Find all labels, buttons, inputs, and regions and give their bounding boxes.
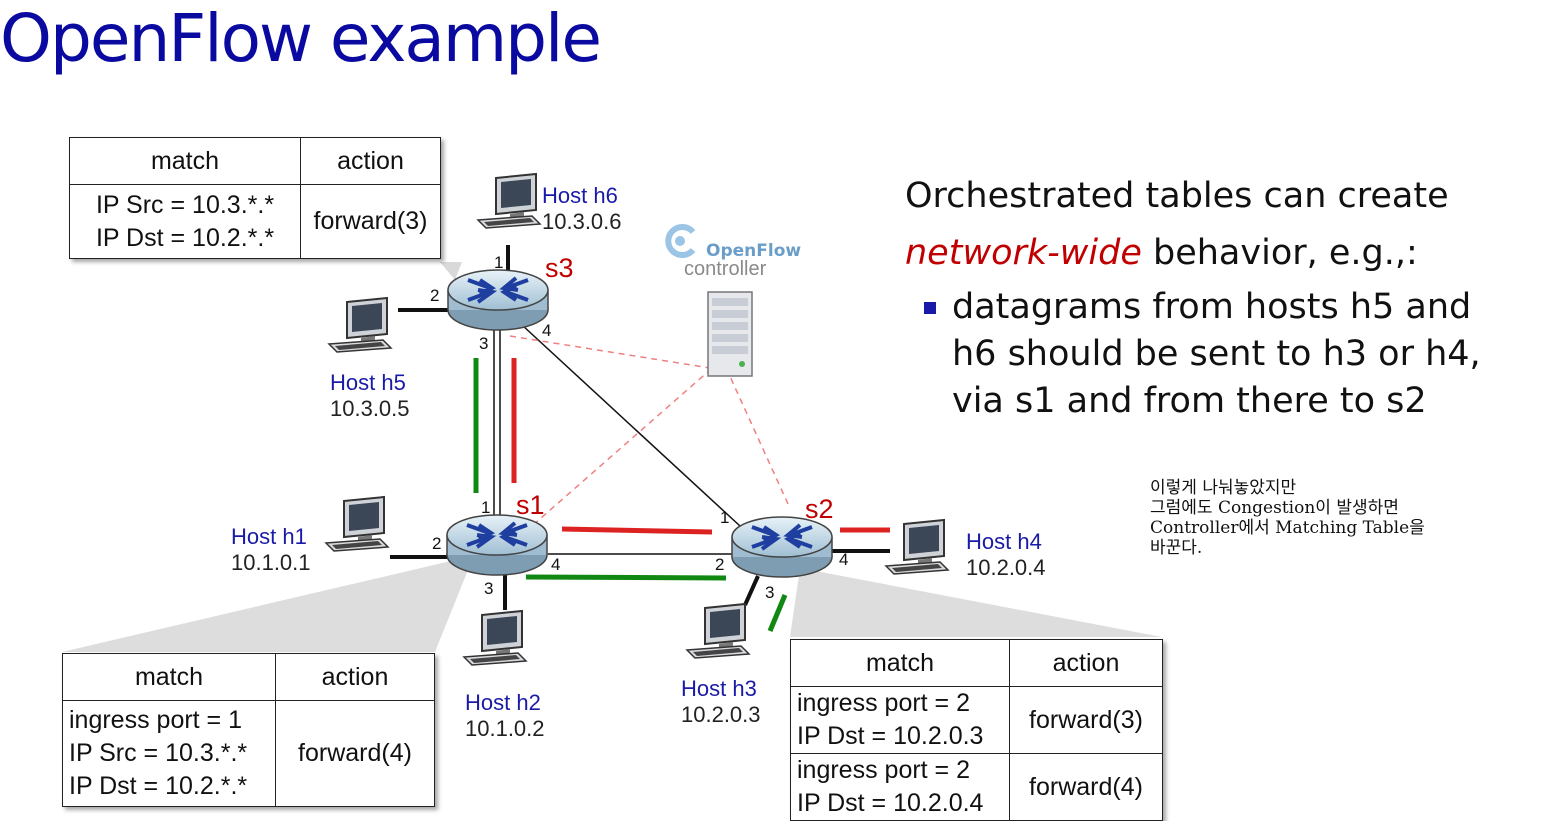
table-row: ingress port = 1 IP Src = 10.3.*.* IP Ds…: [62, 700, 435, 807]
action-cell: forward(4): [1009, 753, 1163, 821]
s3-port-4: 4: [542, 321, 552, 340]
s1-port-3: 3: [484, 579, 494, 598]
switch-s2-icon: [730, 515, 834, 579]
emphasis-network-wide: network-wide: [905, 233, 1142, 273]
host-h1-ip: 10.1.0.1: [231, 550, 311, 575]
host-h6-ip: 10.3.0.6: [542, 209, 622, 234]
table-header-action: action: [300, 137, 441, 185]
controller-label: controller: [684, 258, 767, 280]
callout-s1: [62, 560, 470, 652]
match-line: ingress port = 1: [69, 706, 243, 734]
s3-port-3: 3: [479, 334, 489, 353]
action-cell: forward(3): [300, 184, 441, 259]
host-h5-computer-icon: [328, 297, 392, 353]
action-cell: forward(3): [1009, 686, 1163, 754]
match-line: IP Src = 10.3.*.*: [95, 190, 275, 219]
host-h5-label: Host h5 10.3.0.5: [330, 370, 410, 422]
match-line: IP Dst = 10.2.0.4: [797, 789, 984, 817]
host-h2-name: Host h2: [465, 690, 541, 715]
table-header-action: action: [1009, 639, 1163, 687]
table-row: IP Src = 10.3.*.* IP Dst = 10.2.*.* forw…: [69, 184, 441, 259]
switch-s3-label: s3: [545, 253, 574, 283]
match-cell: ingress port = 1 IP Src = 10.3.*.* IP Ds…: [62, 700, 276, 807]
bullet-square-icon: [924, 302, 936, 314]
openflow-logo-icon: [665, 224, 696, 258]
action-cell: forward(4): [275, 700, 435, 807]
s1-port-4: 4: [551, 555, 561, 574]
host-h2-ip: 10.1.0.2: [465, 716, 545, 741]
text-line-2: network-wide behavior, e.g.,:: [905, 225, 1449, 282]
match-cell: ingress port = 2 IP Dst = 10.2.0.4: [790, 753, 1010, 821]
table-header-match: match: [790, 639, 1010, 687]
main-text: Orchestrated tables can create network-w…: [905, 168, 1449, 282]
switch-s1-label: s1: [516, 490, 545, 520]
controller-links: [509, 335, 789, 533]
host-h3-computer-icon: [686, 603, 750, 659]
host-h3-name: Host h3: [681, 676, 757, 701]
switch-s2-label: s2: [805, 494, 834, 524]
s2-port-1: 1: [720, 508, 730, 527]
s2-port-3: 3: [765, 583, 775, 602]
host-h3-label: Host h3 10.2.0.3: [681, 676, 761, 728]
host-h2-label: Host h2 10.1.0.2: [465, 690, 545, 742]
callout-s3: [440, 262, 462, 280]
table-row: ingress port = 2 IP Dst = 10.2.0.4 forwa…: [790, 753, 1163, 821]
flow-table-s2: match action ingress port = 2 IP Dst = 1…: [790, 639, 1163, 821]
match-line: IP Dst = 10.2.*.*: [95, 223, 275, 252]
match-line: ingress port = 2: [797, 689, 971, 717]
match-line: IP Dst = 10.2.*.*: [69, 772, 248, 800]
s1-port-1: 1: [481, 498, 491, 517]
match-cell: IP Src = 10.3.*.* IP Dst = 10.2.*.*: [69, 184, 301, 259]
host-h5-ip: 10.3.0.5: [330, 396, 410, 421]
table-header-match: match: [62, 653, 276, 701]
table-row: ingress port = 2 IP Dst = 10.2.0.3 forwa…: [790, 686, 1163, 754]
annotation-note: 이렇게 나눠놓았지만 그럼에도 Congestion이 발생하면 Control…: [1150, 478, 1425, 558]
host-h2-computer-icon: [463, 610, 527, 666]
host-h1-label: Host h1 10.1.0.1: [231, 524, 311, 576]
flow-table-s1: match action ingress port = 1 IP Src = 1…: [62, 653, 435, 807]
table-header-action: action: [275, 653, 435, 701]
flow-table-s3: match action IP Src = 10.3.*.* IP Dst = …: [69, 137, 441, 259]
host-h1-computer-icon: [325, 496, 389, 552]
path-markers: [473, 358, 890, 632]
s2-port-4: 4: [839, 550, 849, 569]
bullet-text: datagrams from hosts h5 and h6 should be…: [952, 287, 1481, 421]
table-header-match: match: [69, 137, 301, 185]
host-h6-name: Host h6: [542, 183, 618, 208]
server-icon: [707, 291, 753, 377]
callout-s2: [790, 568, 1162, 637]
match-line: ingress port = 2: [797, 756, 971, 784]
s3-port-1: 1: [494, 253, 504, 272]
host-h4-label: Host h4 10.2.0.4: [966, 529, 1046, 581]
match-line: IP Dst = 10.2.0.3: [797, 722, 984, 750]
host-h1-name: Host h1: [231, 524, 307, 549]
host-h4-name: Host h4: [966, 529, 1042, 554]
switch-s3-icon: [446, 268, 550, 332]
text-line-2-rest: behavior, e.g.,:: [1141, 233, 1418, 273]
host-h4-ip: 10.2.0.4: [966, 555, 1046, 580]
host-h5-name: Host h5: [330, 370, 406, 395]
host-h3-ip: 10.2.0.3: [681, 702, 761, 727]
match-line: IP Src = 10.3.*.*: [69, 739, 248, 767]
slide-title: OpenFlow example: [0, 0, 602, 77]
match-cell: ingress port = 2 IP Dst = 10.2.0.3: [790, 686, 1010, 754]
host-h6-computer-icon: [477, 173, 541, 229]
s3-port-2: 2: [430, 286, 440, 305]
links: [390, 245, 890, 610]
links-thin: [493, 324, 741, 555]
text-line-1: Orchestrated tables can create: [905, 176, 1449, 216]
openflow-brand: OpenFlow: [706, 241, 802, 261]
s2-port-2: 2: [715, 555, 725, 574]
s1-port-2: 2: [432, 534, 442, 553]
host-h6-label: Host h6 10.3.0.6: [542, 183, 622, 235]
switch-s1-icon: [445, 513, 549, 577]
host-h4-computer-icon: [885, 519, 949, 575]
